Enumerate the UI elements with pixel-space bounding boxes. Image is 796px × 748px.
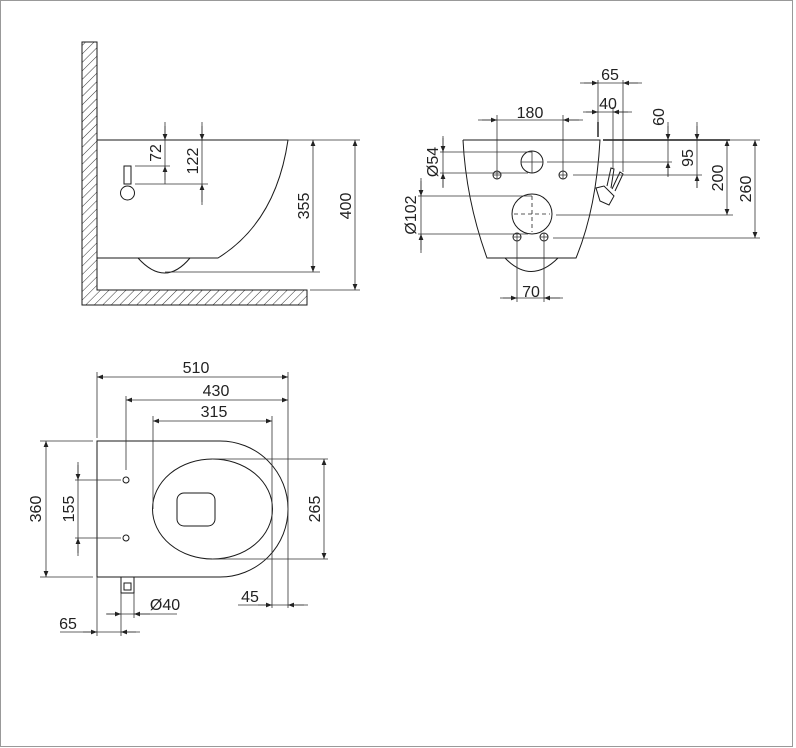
front-base-arc <box>504 257 559 272</box>
wall-floor-hatch <box>81 41 308 306</box>
toilet-front-outline <box>462 139 601 259</box>
dim-95: 95 <box>680 149 697 167</box>
dim-510: 510 <box>183 360 210 377</box>
dim-265: 265 <box>307 496 324 523</box>
toilet-profile <box>97 139 289 259</box>
dim-70: 70 <box>522 284 540 301</box>
dim-40-front: 40 <box>599 96 617 113</box>
dim-260: 260 <box>738 176 755 203</box>
dim-355: 355 <box>296 193 313 220</box>
fixing-hole-bottom <box>122 534 130 542</box>
bowl-opening <box>176 492 216 527</box>
top-view: 510 430 315 360 155 265 45 <box>28 360 328 636</box>
dim-65-front: 65 <box>601 67 619 84</box>
dim-200: 200 <box>710 165 727 192</box>
dim-315: 315 <box>201 404 228 421</box>
dim-d54: Ø54 <box>425 147 442 177</box>
dim-d102: Ø102 <box>403 195 420 234</box>
outlet-stub <box>120 576 135 594</box>
outlet-hole <box>511 193 553 235</box>
seat-outline <box>152 458 273 560</box>
dim-65-top: 65 <box>59 616 77 633</box>
dim-45: 45 <box>241 589 259 606</box>
toilet-base-arc <box>137 257 191 274</box>
inlet-pipe-end <box>120 185 135 201</box>
inlet-pipe <box>123 165 132 185</box>
dim-72: 72 <box>148 144 165 162</box>
side-view: 72 122 355 400 <box>81 41 360 306</box>
fixing-hole-top <box>122 476 130 484</box>
dim-155: 155 <box>61 496 78 523</box>
fixing-holes <box>492 170 568 242</box>
dim-400: 400 <box>338 193 355 220</box>
dim-60: 60 <box>651 108 668 126</box>
dim-122: 122 <box>185 148 202 175</box>
dim-d40: Ø40 <box>150 597 180 614</box>
dim-360: 360 <box>28 496 45 523</box>
dim-430: 430 <box>203 383 230 400</box>
dim-180: 180 <box>517 105 544 122</box>
front-view: 180 65 40 60 95 200 260 <box>403 67 760 302</box>
angle-valve <box>595 167 624 206</box>
